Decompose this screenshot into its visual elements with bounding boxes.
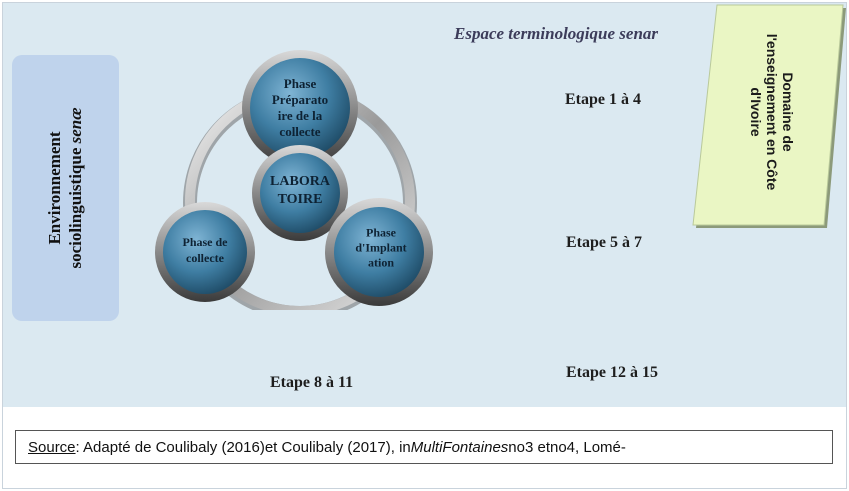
- source-text-1: : Adapté de Coulibaly (2016)et Coulibaly…: [75, 438, 411, 456]
- cycle-diagram-graphic: [155, 50, 433, 320]
- step-5-7: Etape 5 à 7: [566, 234, 642, 251]
- step-1-4: Etape 1 à 4: [565, 91, 641, 108]
- top-phase-label: Phase Préparato ire de la collecte: [271, 76, 329, 139]
- step-12-15: Etape 12 à 15: [566, 364, 658, 381]
- cycle-diagram: Phase Préparato ire de la collecte LABOR…: [150, 45, 450, 320]
- education-domain-label: Domaine de l'enseignement en Côte d'Ivoi…: [748, 2, 796, 222]
- right-phase-label: Phase d'Implant ation: [355, 225, 407, 270]
- top-phase-node: [242, 50, 358, 166]
- center-node-label: LABORA TOIRE: [270, 174, 330, 207]
- education-domain-shape: [692, 4, 846, 228]
- source-text-2: no3 etno4, Lomé-: [508, 438, 626, 456]
- education-domain-line2: l'enseignement en Côte: [764, 33, 780, 191]
- left-label-line2: sociolinguistique senæ: [65, 58, 86, 318]
- sociolinguistic-environment-label: Environnement sociolinguistique senæ: [44, 58, 86, 318]
- left-label-line1: Environnement: [45, 131, 64, 245]
- left-phase-node: [155, 202, 255, 302]
- sociolinguistic-environment-box: [12, 55, 119, 321]
- left-label-line2-prefix: sociolinguistique: [66, 143, 85, 269]
- step-8-11: Etape 8 à 11: [270, 374, 354, 391]
- source-journal: MultiFontaines: [410, 438, 509, 456]
- terminology-space-title: Espace terminologique senar: [454, 24, 659, 43]
- left-phase-label: Phase de collecte: [182, 235, 228, 265]
- center-node: [252, 145, 348, 241]
- education-domain-panel: Domaine de l'enseignement en Côte d'Ivoi…: [690, 2, 849, 230]
- education-domain-line3: d'Ivoire: [748, 87, 764, 137]
- source-label: Source: [28, 438, 76, 456]
- education-domain-line1: Domaine de: [780, 72, 796, 152]
- right-phase-node: [325, 198, 433, 306]
- left-label-line2-italic: senæ: [66, 107, 85, 144]
- source-caption: Source : Adapté de Coulibaly (2016)et Co…: [15, 430, 833, 464]
